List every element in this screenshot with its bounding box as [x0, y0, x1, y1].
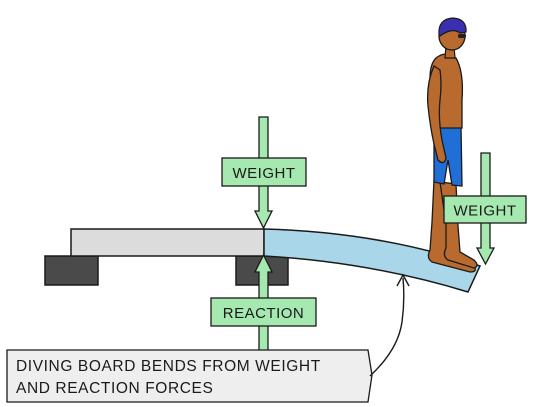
bent-board-section — [263, 228, 482, 293]
weight-label-right: WEIGHT — [443, 195, 527, 224]
reaction-label: REACTION — [210, 297, 317, 327]
svg-text:WEIGHT: WEIGHT — [454, 203, 517, 220]
caption-box — [6, 349, 373, 403]
fixed-board-section — [70, 228, 265, 257]
swim-cap — [438, 17, 467, 37]
left-support-block — [44, 255, 99, 286]
caption-line-1: DIVING BOARD BENDS FROM WEIGHT — [16, 358, 321, 375]
diver-figure — [426, 17, 478, 273]
goggles — [458, 34, 466, 38]
caption-pointer-arrow — [369, 277, 405, 377]
svg-text:REACTION: REACTION — [223, 305, 305, 322]
weight-label-center: WEIGHT — [221, 157, 307, 187]
caption-line-2: AND REACTION FORCES — [16, 380, 213, 397]
svg-text:WEIGHT: WEIGHT — [233, 165, 296, 182]
